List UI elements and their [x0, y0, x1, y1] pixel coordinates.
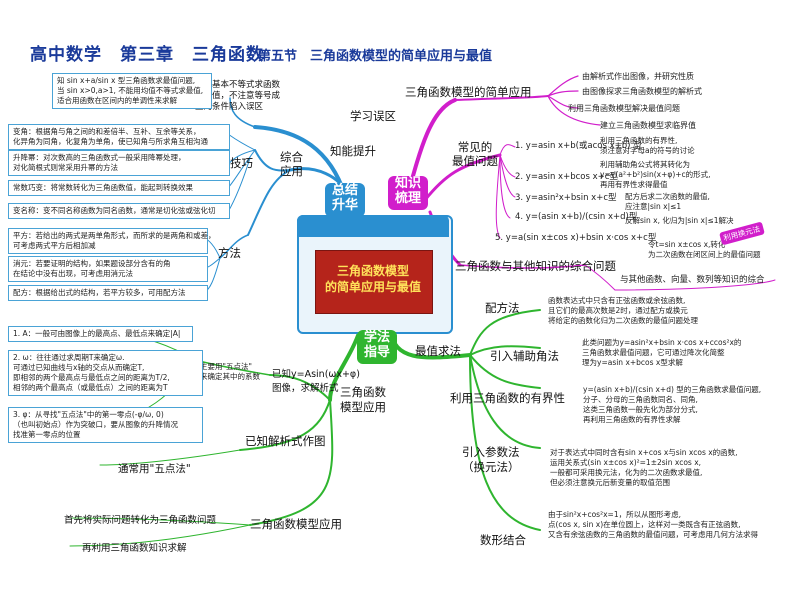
- common-problems-label: 常见的 最值问题: [452, 140, 498, 168]
- method-box-3: 配方：根据给出式的结构，若平方较多，可用配方法: [8, 285, 208, 301]
- improve-label: 知能提升: [330, 144, 376, 158]
- five-point-usual: 通常用"五点法": [118, 463, 191, 475]
- type-note-4: 反解sin x, 化归为|sin x|≤1解决: [625, 216, 734, 225]
- number-shape-label: 数形结合: [480, 533, 526, 547]
- app-item-2: 由图像探求三角函数模型的解析式: [582, 87, 702, 96]
- hub-summary: 总结 升华: [325, 183, 365, 217]
- number-shape-text: 由于sin²x+cos²x=1，所以从图形考虑, 点(cos x, sin x)…: [548, 510, 758, 539]
- type-note-1: 利用三角函数的有界性, 须注意对字母a的符号的讨论: [600, 136, 695, 155]
- center-title-line2: 的简单应用与最值: [324, 280, 421, 294]
- type-1: 1. y=asin x+b(或acos x+b) 型: [515, 141, 642, 151]
- bounded-label: 利用三角函数的有界性: [450, 391, 565, 405]
- center-picture: [315, 250, 433, 314]
- skill-box-2: 升降幂：对次数高的三角函数式一般采用降幂处理， 对化简根式则常采用升幂的方法: [8, 150, 230, 176]
- completing-square-text: 函数表达式中只含有正弦函数或余弦函数, 且它们的最高次数是2时，通过配方或换元 …: [548, 296, 698, 325]
- hub-method: 学法 指导: [357, 330, 397, 364]
- type-4: 4. y=(asin x+b)/(csin x+d)型: [515, 212, 638, 222]
- step-2: 再利用三角函数知识求解: [82, 543, 187, 554]
- type-3: 3. y=asin²x+bsin x+c型: [515, 193, 617, 203]
- graph-to-formula-label: 已知y=Asin(ωx+φ) 图像，求解析式: [272, 369, 360, 394]
- mistake-text: 利用基本不等式求函数 的最值，不注意等号成 立的条件陷入误区: [195, 80, 281, 112]
- extreme-method-label: 最值求法: [415, 344, 461, 358]
- parameter-text: 对于表达式中同时含有sin x+cos x与sin xcos x的函数, 运用关…: [550, 448, 738, 487]
- mistake-box: 知 sin x+a/sin x 型三角函数求最值问题, 当 sin x>0,a>…: [52, 73, 212, 109]
- step-1: 首先将实际问题转化为三角函数问题: [64, 515, 217, 526]
- coef-box-2: 2. ω：往往通过求周期T来确定ω. 可通过已知曲线与x轴的交点从而确定T, 即…: [8, 350, 203, 396]
- calendar-header: [297, 215, 449, 237]
- skill-label: 技巧: [230, 156, 253, 170]
- hub-knowledge: 知识 梳理: [388, 176, 428, 210]
- center-title-line1: 三角函数模型: [336, 264, 409, 278]
- type-5: 5. y=a(sin x±cos x)+bsin x·cos x+c型: [495, 233, 657, 243]
- app-item-1: 由解析式作出图像，并研究性质: [582, 72, 694, 81]
- aux-angle-label: 引入辅助角法: [490, 349, 559, 363]
- other-knowledge-label: 三角函数与其他知识的综合问题: [455, 259, 616, 273]
- center-title: 三角函数模型 的简单应用与最值: [315, 263, 431, 295]
- skill-box-4: 变名称：变不同名称函数为同名函数，通常是切化弦或弦化切: [8, 203, 230, 219]
- comprehensive-label: 综合 应用: [280, 150, 303, 178]
- model-apply-label: 三角函数模型应用: [250, 517, 342, 531]
- type-note-5: 令t=sin x±cos x,转化 为二次函数在闭区间上的最值问题: [648, 240, 761, 259]
- skill-box-1: 变角：根据角与角之间的和差倍半、互补、互余等关系， 化异角为同角，化复角为单角，…: [8, 124, 230, 150]
- other-knowledge-item: 与其他函数、向量、数列等知识的综合: [620, 275, 765, 285]
- aux-angle-text: 此类问题为y=asin²x+bsin x·cos x+ccos²x的 三角函数求…: [582, 338, 742, 367]
- center-calendar: 三角函数模型 的简单应用与最值: [297, 215, 453, 334]
- completing-square-label: 配方法: [485, 301, 520, 315]
- draw-graph-label: 已知解析式作图: [245, 434, 326, 448]
- type-note-3: 配方后求二次函数的最值, 应注意|sin x|≤1: [625, 192, 710, 211]
- method-box-1: 平方：若给出的两式是两单角形式，而所求的是两角和或差， 可考虑两式平方后相加减: [8, 228, 216, 254]
- type-2: 2. y=asin x+bcos x+c型: [515, 172, 618, 182]
- model-application-label: 三角函数 模型应用: [340, 385, 386, 414]
- section-subtitle: 第五节 三角函数模型的简单应用与最值: [258, 49, 493, 64]
- simple-app-label: 三角函数模型的简单应用: [405, 85, 532, 99]
- coef-box-3: 3. φ：从寻找"五点法"中的第一零点(-φ/ω, 0) （也叫初始点）作为突破…: [8, 407, 203, 443]
- page-title: 高中数学 第三章 三角函数: [30, 45, 264, 65]
- five-point-note: 主要用"五点法" 来确定其中的系数: [200, 362, 260, 381]
- type-note-2: 利用辅助角公式将其转化为 y=√(a²+b²)sin(x+φ)+c的形式, 再用…: [600, 160, 711, 189]
- bounded-text: y=(asin x+b)/(csin x+d) 型的三角函数求最值问题, 分子、…: [583, 385, 762, 424]
- method-label: 方法: [218, 246, 241, 260]
- mistake-area-label: 学习误区: [350, 109, 396, 123]
- app-item-4: 建立三角函数模型求临界值: [600, 121, 696, 130]
- skill-box-3: 常数巧变：将常数转化为三角函数值，能起到转换效果: [8, 180, 230, 196]
- method-box-2: 消元：若要证明的结构，如果题设部分含有的角 在结论中没有出现，可考虑用消元法: [8, 256, 208, 282]
- coef-box-1: 1. A：一般可由图像上的最高点、最低点来确定|A|: [8, 326, 193, 342]
- parameter-label: 引入参数法 （换元法）: [462, 445, 520, 474]
- app-item-3: 利用三角函数模型解决最值问题: [568, 104, 680, 113]
